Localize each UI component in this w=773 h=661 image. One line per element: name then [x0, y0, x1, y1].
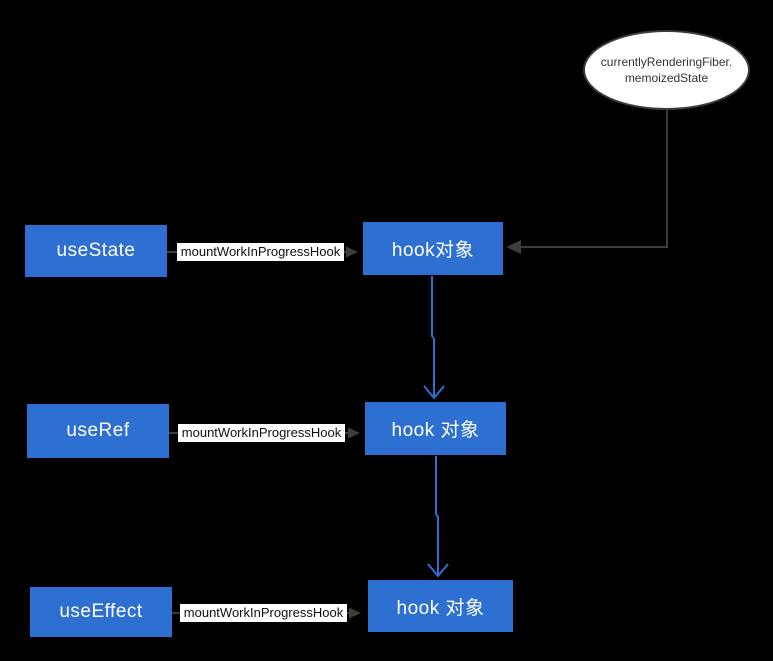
node-hook-object-1: hook对象: [363, 222, 503, 275]
node-hook-object-3-label: hook 对象: [396, 597, 485, 619]
arrowhead-down-icon: [423, 385, 445, 400]
node-usestate-label: useState: [56, 240, 136, 261]
node-usestate: useState: [25, 225, 167, 277]
arrowhead-right-icon: [346, 246, 358, 258]
fiber-label-line2: memoizedState: [624, 71, 709, 85]
edge-fiber-to-hook1: [506, 110, 668, 254]
node-useref: useRef: [27, 404, 169, 458]
edge-label-mountworkinprogresshook-3: mountWorkInProgressHook: [180, 604, 347, 622]
edge-label-mountworkinprogresshook-2: mountWorkInProgressHook: [178, 424, 345, 442]
arrowhead-right-icon: [348, 427, 360, 439]
node-hook-object-2: hook 对象: [365, 402, 506, 455]
arrowhead-left-icon: [506, 240, 521, 254]
arrowhead-right-icon: [349, 607, 361, 619]
node-useeffect: useEffect: [30, 587, 172, 637]
node-currently-rendering-fiber: currentlyRenderingFiber. memoizedState: [583, 30, 750, 110]
node-useeffect-label: useEffect: [59, 601, 143, 622]
fiber-label-line1: currentlyRenderingFiber.: [600, 55, 733, 69]
node-useref-label: useRef: [66, 420, 130, 441]
edge-hook1-to-hook2: [423, 276, 445, 400]
node-hook-object-1-label: hook对象: [391, 240, 475, 261]
arrowhead-down-icon: [427, 563, 449, 578]
node-hook-object-3: hook 对象: [368, 580, 513, 632]
node-hook-object-2-label: hook 对象: [391, 420, 480, 441]
edge-label-mountworkinprogresshook-1: mountWorkInProgressHook: [177, 243, 344, 261]
edge-hook2-to-hook3: [427, 456, 449, 578]
